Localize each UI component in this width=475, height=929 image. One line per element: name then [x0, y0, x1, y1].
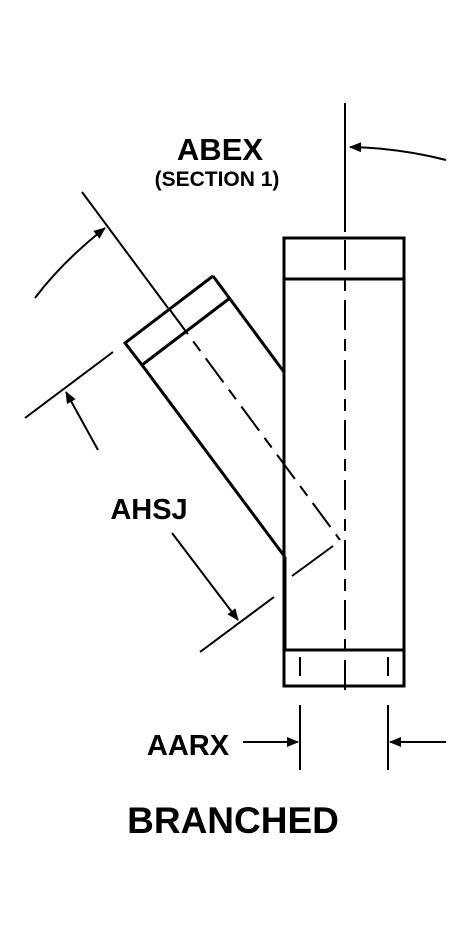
branch-centerline	[169, 309, 341, 541]
abex-section-label: (SECTION 1)	[155, 168, 280, 191]
branch-pipe	[122, 274, 334, 650]
aarx-label: AARX	[147, 730, 230, 762]
aarx-dimension	[243, 705, 446, 770]
ahsj-dimension	[24, 351, 275, 653]
branch-angle-arrow	[34, 191, 169, 309]
ahsj-label: AHSJ	[110, 494, 187, 526]
caption-branched: BRANCHED	[127, 800, 339, 841]
abex-angle-arrow	[349, 142, 447, 161]
abex-label: ABEX	[177, 132, 263, 167]
